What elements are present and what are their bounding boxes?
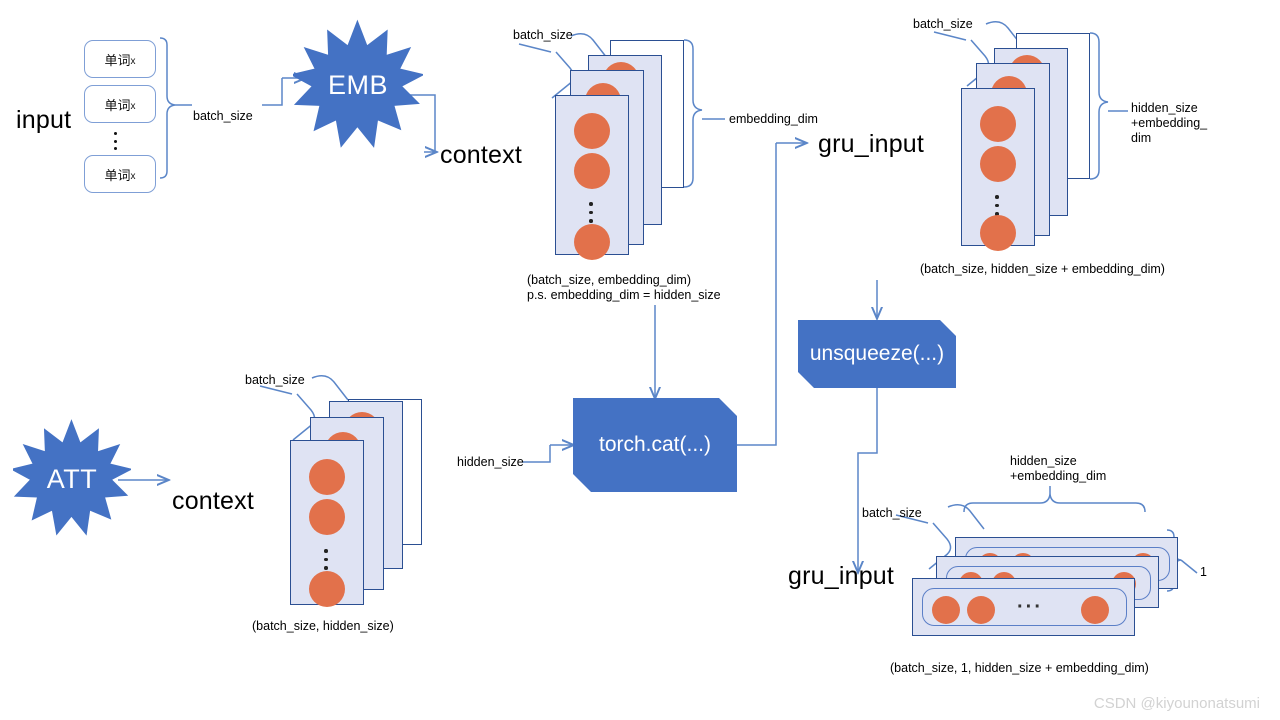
batch-size-right-label: batch_size: [913, 17, 973, 31]
unsqueezed-horizontal-ellipsis-icon: ···: [1017, 596, 1043, 618]
batch-size-mid-label: batch_size: [513, 28, 573, 42]
concat-stack-panel-1: [961, 88, 1035, 251]
caption-embedding: (batch_size, embedding_dim): [527, 273, 691, 287]
emb-star-icon: [293, 19, 423, 148]
hidden-dot: [309, 499, 345, 535]
batch-size-att-label: batch_size: [245, 373, 305, 387]
embedding-stack-panel-1: [555, 95, 629, 260]
unsqueezed-dot: [1081, 596, 1109, 624]
att-star-icon: [13, 419, 131, 536]
att-star-label: ATT: [46, 463, 98, 494]
embedding-dot: [574, 224, 610, 260]
input-label: input: [16, 106, 72, 134]
caption-concat: (batch_size, hidden_size + embedding_dim…: [920, 262, 1165, 276]
hidden-stack-panel-1: [290, 440, 364, 607]
caption-unsqueezed: (batch_size, 1, hidden_size + embedding_…: [890, 661, 1149, 675]
word-box-2-sub: x: [130, 100, 136, 112]
concat-vertical-ellipsis-icon: [995, 193, 999, 218]
hidden-plus-embedding-label: hidden_size +embedding_ dim: [1131, 101, 1208, 145]
unsqueeze-node[interactable]: unsqueeze(...): [798, 320, 956, 388]
context-bottom-label: context: [172, 487, 255, 515]
embedding-dot: [574, 113, 610, 149]
hidden-dot: [309, 571, 345, 607]
hidden-plus-embedding-bottom-label: hidden_size +embedding_dim: [1010, 454, 1107, 483]
concat-dot: [980, 146, 1016, 182]
word-box-3-text: 单词: [104, 167, 131, 183]
word-box-2-text: 单词: [104, 97, 131, 113]
unsqueeze-label: unsqueeze(...): [809, 342, 945, 365]
concat-dot: [980, 106, 1016, 142]
embedding-vertical-ellipsis-icon: [589, 200, 593, 225]
torch-cat-node[interactable]: torch.cat(...): [573, 398, 737, 492]
gru-input-top-label: gru_input: [818, 130, 925, 158]
word-box-1-sub: x: [130, 55, 136, 67]
caption-hidden: (batch_size, hidden_size): [252, 619, 394, 633]
input-vertical-ellipsis-icon: [114, 130, 117, 152]
torch-cat-label: torch.cat(...): [598, 433, 712, 456]
hidden-dot: [309, 459, 345, 495]
hidden-size-label: hidden_size: [457, 455, 524, 469]
context-top-label: context: [440, 141, 523, 169]
att-star-node: ATT: [13, 417, 131, 541]
concat-dot: [980, 215, 1016, 251]
batch-size-input-label: batch_size: [193, 109, 253, 123]
watermark: CSDN @kiyounonatsumi: [1093, 695, 1260, 712]
unsqueezed-slab-1: ···: [912, 578, 1135, 636]
unsqueeze-shape: [798, 320, 956, 388]
torch-cat-shape: [573, 398, 737, 492]
word-box-3-sub: x: [130, 170, 136, 182]
unsqueezed-dot: [932, 596, 960, 624]
batch-size-gru-label: batch_size: [862, 506, 922, 520]
emb-star-label: EMB: [327, 70, 388, 100]
word-box-1-text: 单词: [104, 52, 131, 68]
dimension-one-label: 1: [1200, 565, 1207, 579]
embedding-dot: [574, 153, 610, 189]
unsqueezed-dot: [967, 596, 995, 624]
gru-input-bottom-label: gru_input: [788, 562, 895, 590]
embedding-dim-label: embedding_dim: [729, 112, 818, 126]
hidden-vertical-ellipsis-icon: [324, 547, 328, 572]
emb-star-node: EMB: [293, 18, 423, 153]
caption-embedding-ps: p.s. embedding_dim = hidden_size: [527, 288, 721, 302]
